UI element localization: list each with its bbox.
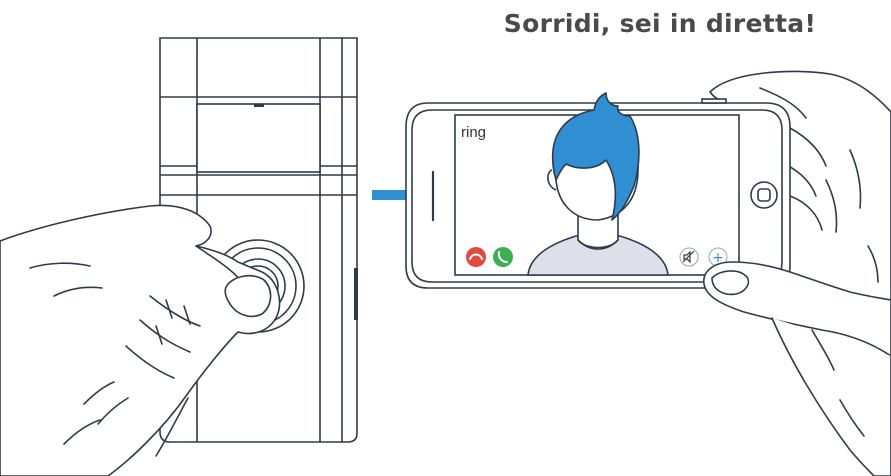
left-hand	[0, 204, 281, 476]
caller-avatar	[527, 92, 669, 276]
answer-call-button[interactable]	[493, 247, 513, 267]
headline: Sorridi, sei in diretta!	[503, 9, 817, 38]
mute-button[interactable]	[679, 247, 699, 267]
app-brand-label: ring	[461, 124, 486, 141]
right-hand-front	[703, 261, 891, 476]
end-call-button[interactable]	[466, 247, 486, 267]
phone-hangup-icon	[469, 253, 483, 260]
plus-icon: +	[712, 250, 724, 266]
phone-answer-icon	[497, 251, 508, 263]
speaker-mute-icon	[682, 250, 695, 264]
